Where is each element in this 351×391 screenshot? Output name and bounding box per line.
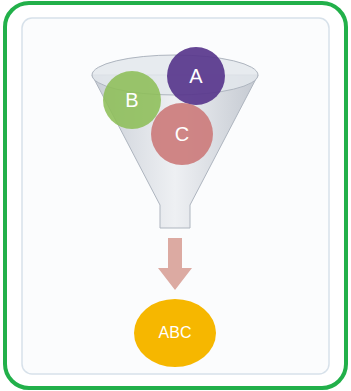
inner-panel <box>22 18 329 374</box>
node-label: ABC <box>159 324 192 342</box>
node-label: A <box>189 65 202 88</box>
result-circle: ABC <box>134 299 216 367</box>
ingredient-circle: B <box>103 71 161 129</box>
ingredient-circle: C <box>151 103 213 165</box>
ingredient-circle: A <box>167 47 225 105</box>
node-label: C <box>175 123 189 146</box>
node-label: B <box>125 89 138 112</box>
outer-frame <box>5 3 346 388</box>
down-arrow <box>158 238 192 290</box>
